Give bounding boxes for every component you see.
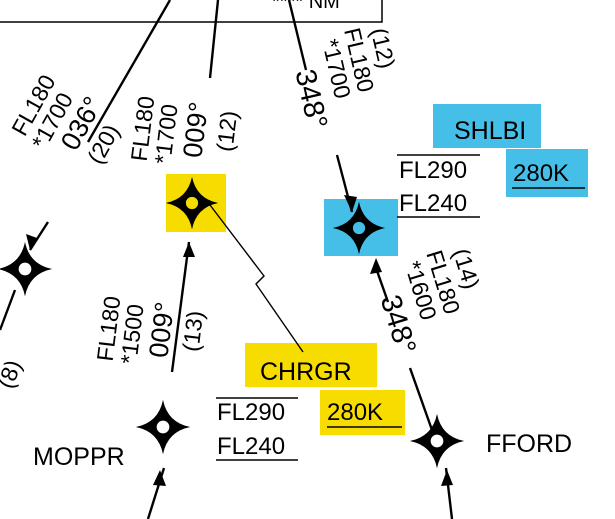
arrowhead-icon: [370, 258, 382, 274]
shlbi-inbound-leg-upper: [287, 0, 308, 71]
left-edge-leg-labels: (8): [0, 356, 26, 391]
chrgr-name-highlight: [245, 343, 377, 387]
arrowhead-icon: [441, 470, 453, 486]
fford-shlbi-leg-upper: [374, 267, 390, 303]
arrowheads: [26, 195, 453, 486]
arrowhead-icon: [344, 195, 357, 212]
shlbi-upper-altitude: FL290: [399, 157, 467, 184]
shlbi-speed: 280K: [513, 160, 569, 187]
arrowhead-icon: [183, 242, 195, 257]
chrgr-inbound-distance: (12): [211, 109, 242, 153]
chrgr-callout-line: [209, 204, 304, 353]
arrowhead-icon: [153, 470, 166, 486]
arrowhead-icon: [26, 234, 37, 250]
chrgr-speed: 280K: [327, 399, 383, 426]
shlbi-label: SHLBI: [454, 117, 526, 145]
chrgr-inbound-course: 009°: [177, 100, 214, 159]
fford-shlbi-leg-lower: [408, 367, 434, 431]
fford-fix-icon[interactable]: [408, 412, 466, 470]
left-edge-leg: [0, 289, 17, 331]
shlbi-inbound-leg-labels: 348° *1700 FL180 (12): [288, 25, 400, 132]
moppr-fix-icon[interactable]: [134, 398, 192, 456]
top-info-box: **** NM: [0, 0, 383, 23]
left-edge-fix-icon[interactable]: [0, 240, 54, 298]
moppr-label: MOPPR: [33, 443, 125, 471]
chrgr-upper-altitude: FL290: [217, 399, 285, 426]
moppr-chrgr-leg-labels: FL180 *1500 009° (13): [92, 295, 209, 366]
moppr-chrgr-leg: [170, 241, 191, 373]
far-left-leg-labels: FL180 *1700 036° (20): [6, 70, 124, 168]
far-left-leg-lower: [28, 221, 50, 251]
top-box-text: **** NM: [272, 0, 340, 13]
chrgr-lower-altitude: FL240: [217, 433, 285, 460]
shlbi-lower-altitude: FL240: [399, 190, 467, 217]
chrgr-inbound-leg: [208, 0, 220, 79]
moppr-chrgr-course: 009°: [143, 300, 180, 359]
chrgr-inbound-leg-labels: FL180 *1700 009° (12): [126, 95, 243, 166]
left-edge-distance: (8): [0, 356, 26, 391]
chrgr-label: CHRGR: [260, 358, 352, 386]
fford-label: FFORD: [486, 430, 572, 458]
shlbi-name-highlight: [433, 104, 541, 148]
shlbi-speed-highlight: [506, 149, 588, 197]
far-left-leg-upper: [86, 0, 172, 143]
fford-shlbi-leg-labels: 348° *1600 FL180 (14): [374, 245, 485, 358]
moppr-chrgr-distance: (13): [177, 309, 208, 353]
